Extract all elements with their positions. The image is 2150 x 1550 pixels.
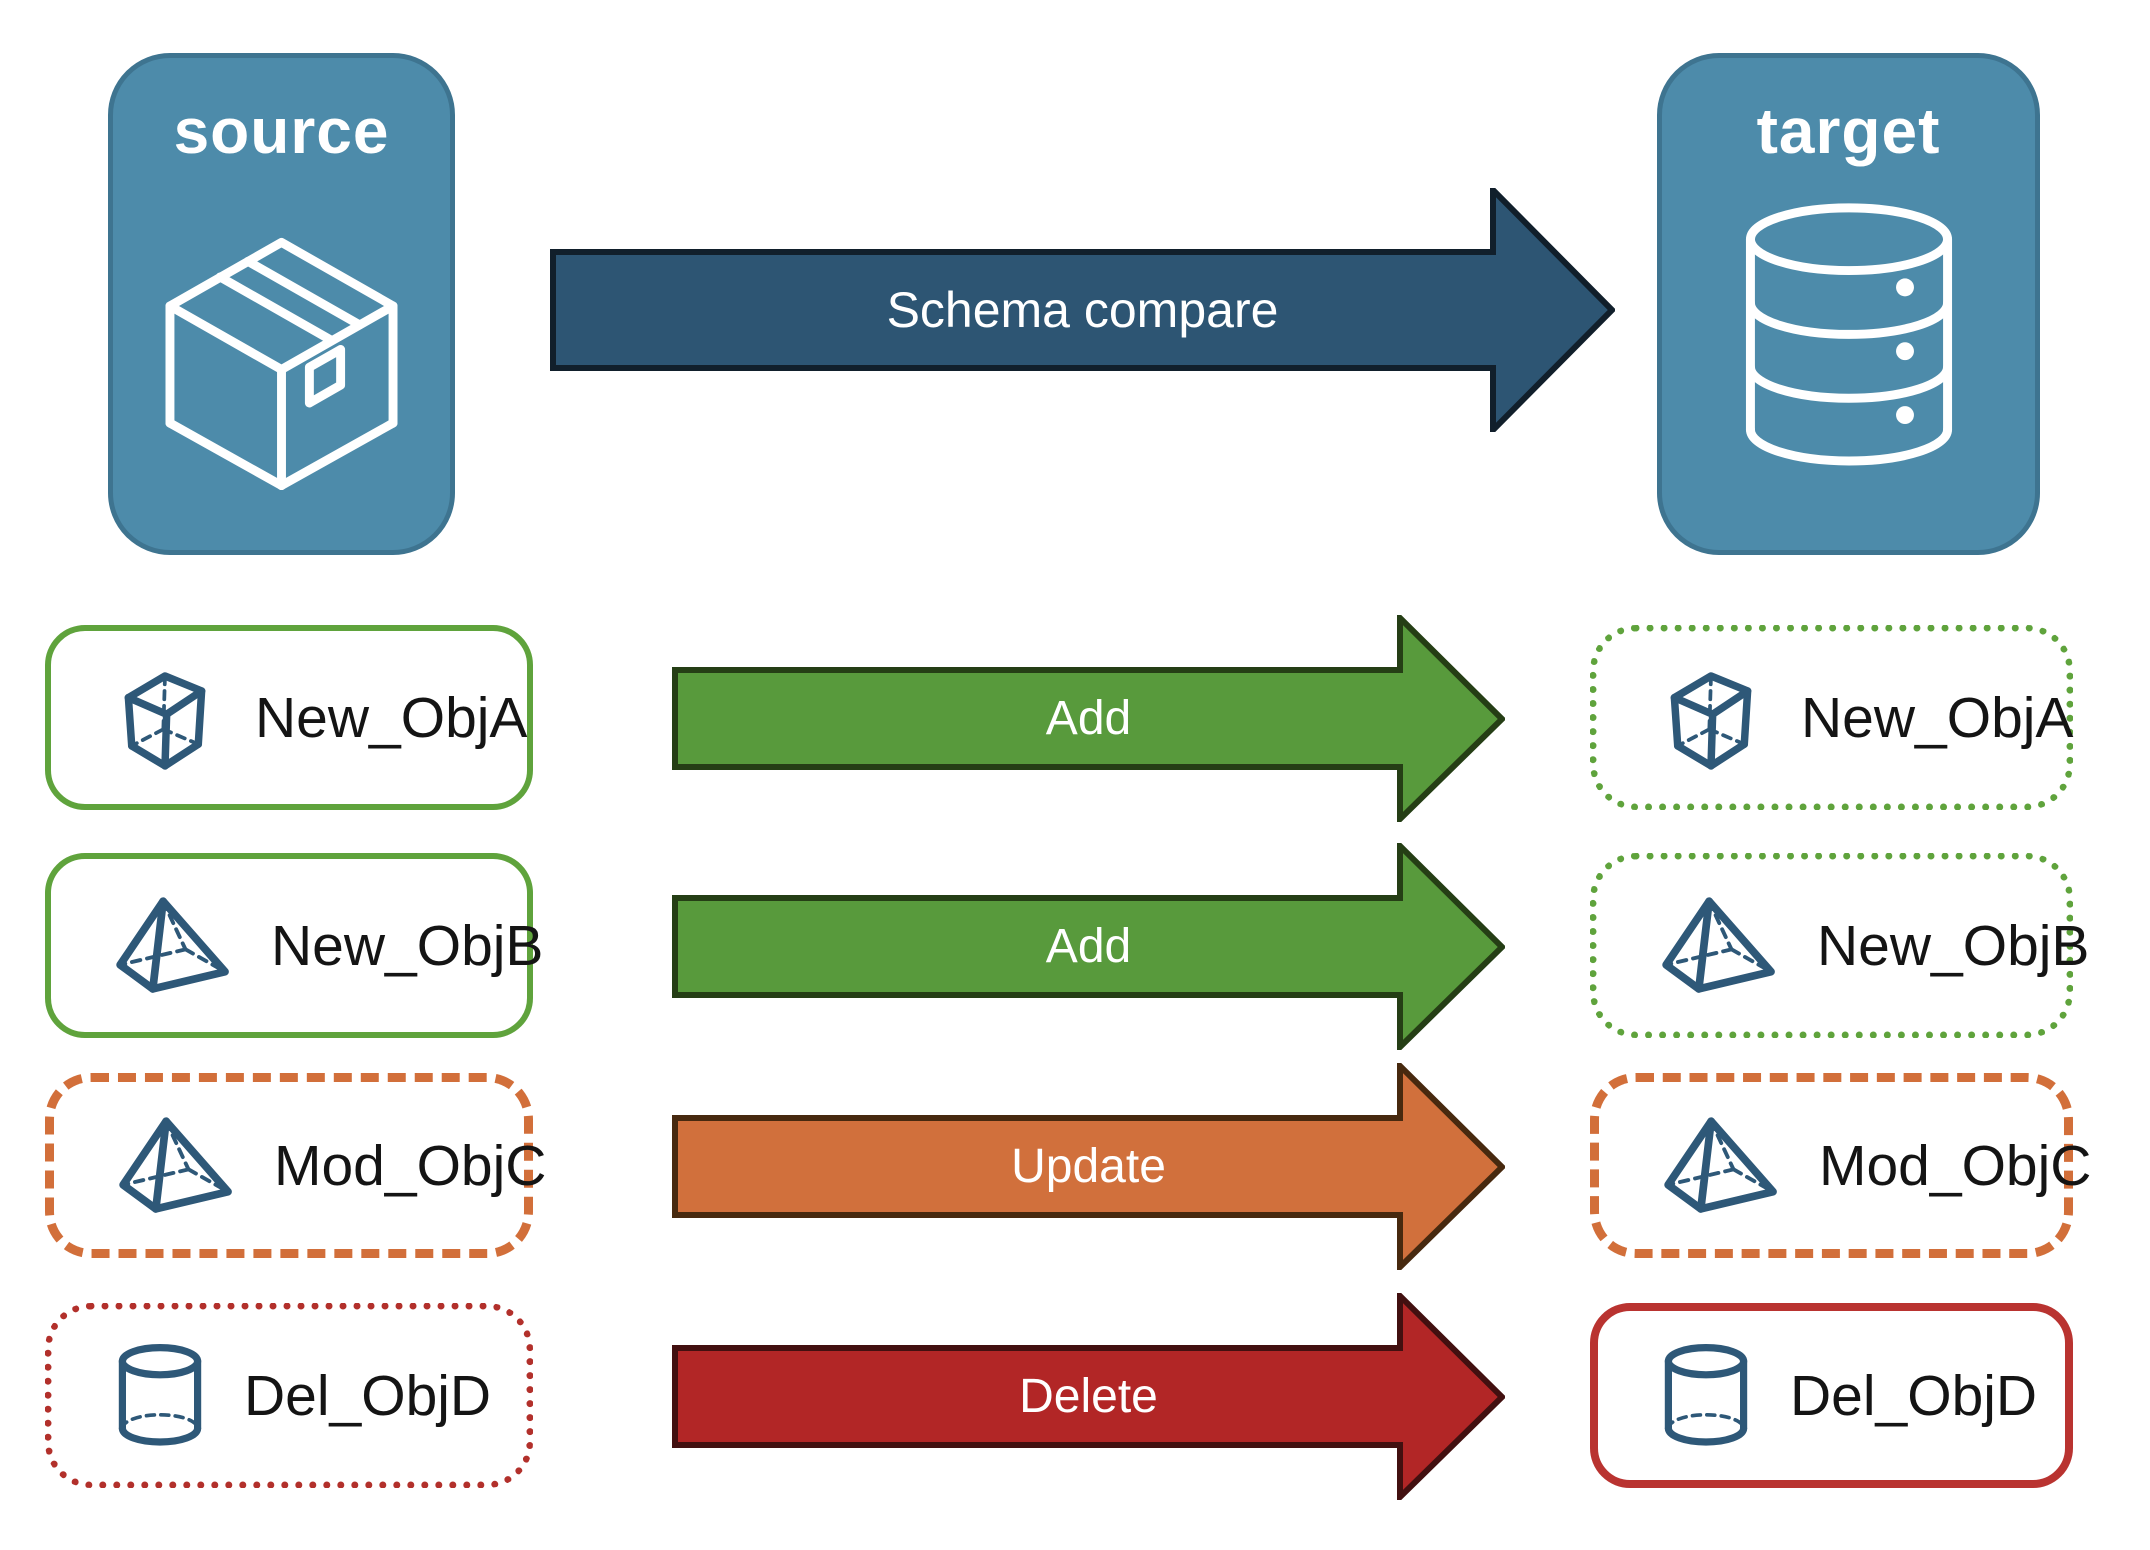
source-node-title: source bbox=[173, 95, 390, 167]
add-arrow bbox=[672, 843, 1505, 1050]
row-new-obja: New_ObjA Add New_ObjA bbox=[0, 615, 2150, 822]
cube-icon bbox=[115, 666, 215, 770]
target-object-card: New_ObjB bbox=[1590, 853, 2089, 1038]
update-arrow bbox=[672, 1063, 1505, 1270]
cylinder-icon bbox=[1662, 1342, 1750, 1450]
delete-arrow bbox=[672, 1293, 1505, 1500]
database-icon bbox=[1737, 200, 1961, 480]
object-label: Mod_ObjC bbox=[1819, 1133, 2092, 1198]
object-label: Del_ObjD bbox=[1790, 1363, 2038, 1428]
target-object-card: Del_ObjD bbox=[1590, 1303, 2073, 1488]
object-label: New_ObjA bbox=[1801, 685, 2074, 750]
source-node: source bbox=[108, 53, 455, 555]
source-object-card: Del_ObjD bbox=[45, 1303, 533, 1488]
target-node: target bbox=[1657, 53, 2040, 555]
cylinder-icon bbox=[116, 1342, 204, 1450]
pyramid-icon bbox=[1663, 1116, 1779, 1215]
schema-compare-arrow bbox=[550, 188, 1615, 432]
action-label: Add bbox=[1045, 920, 1132, 973]
schema-compare-label: Schema compare bbox=[886, 282, 1279, 338]
target-node-title: target bbox=[1756, 95, 1941, 167]
source-object-card: New_ObjA bbox=[45, 625, 533, 810]
source-object-card: New_ObjB bbox=[45, 853, 543, 1038]
row-del-objd: Del_ObjD Delete Del_ObjD bbox=[0, 1293, 2150, 1500]
action-label: Add bbox=[1045, 692, 1132, 745]
pyramid-icon bbox=[115, 896, 231, 995]
pyramid-icon bbox=[118, 1116, 234, 1215]
target-object-card: New_ObjA bbox=[1590, 625, 2073, 810]
object-label: New_ObjB bbox=[271, 913, 544, 978]
object-label: New_ObjB bbox=[1817, 913, 2090, 978]
pyramid-icon bbox=[1661, 896, 1777, 995]
add-arrow bbox=[672, 615, 1505, 822]
row-new-objb: New_ObjB Add New_ObjB bbox=[0, 843, 2150, 1050]
source-object-card: Mod_ObjC bbox=[45, 1073, 546, 1258]
target-object-card: Mod_ObjC bbox=[1590, 1073, 2091, 1258]
package-icon bbox=[153, 200, 410, 490]
action-label: Delete bbox=[1019, 1370, 1158, 1423]
action-label: Update bbox=[1011, 1140, 1166, 1193]
object-label: Del_ObjD bbox=[244, 1363, 492, 1428]
row-mod-objc: Mod_ObjC Update Mod_ObjC bbox=[0, 1063, 2150, 1270]
cube-icon bbox=[1661, 666, 1761, 770]
object-label: Mod_ObjC bbox=[274, 1133, 547, 1198]
object-label: New_ObjA bbox=[255, 685, 528, 750]
